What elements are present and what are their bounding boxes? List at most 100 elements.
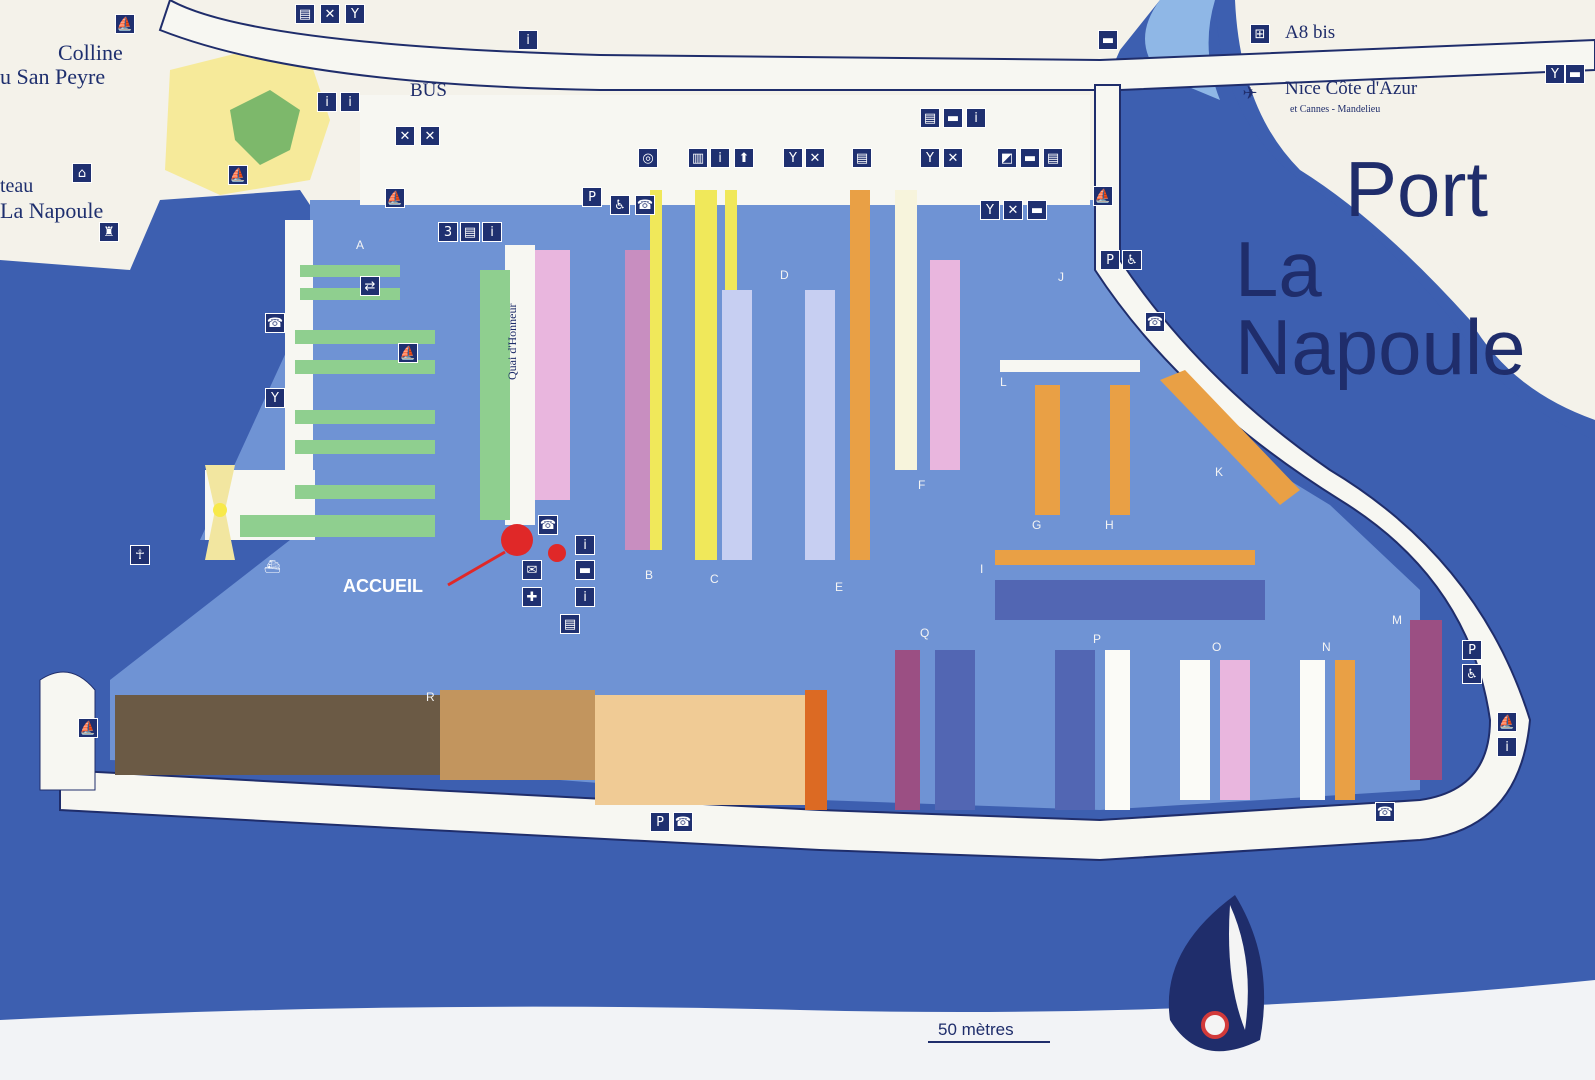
label-chateau-2: La Napoule bbox=[0, 198, 104, 223]
pier-h-label: H bbox=[1105, 518, 1114, 532]
label-scale: 50 mètres bbox=[938, 1020, 1014, 1039]
map-title-line1: Port bbox=[1345, 145, 1489, 233]
pier-r-label: R bbox=[426, 690, 435, 704]
berth-brown-r2 bbox=[440, 690, 595, 780]
boat-icon-2: ⛵ bbox=[398, 343, 418, 363]
service-icon-9: ▤ bbox=[920, 108, 940, 128]
label-quai-honneur: Quai d'Honneur bbox=[505, 303, 519, 380]
shop-icon: ▤ bbox=[295, 4, 315, 24]
berth-blue-i bbox=[995, 580, 1265, 620]
road-top bbox=[158, 0, 1595, 91]
berth-yellow-d bbox=[725, 190, 737, 290]
first-aid-icon: ✚ bbox=[522, 587, 542, 607]
berth-lilac-c bbox=[722, 290, 752, 560]
accueil-pointer bbox=[447, 550, 506, 587]
boat-icon-3: ⛵ bbox=[78, 718, 98, 738]
service-icon-1: 3 bbox=[438, 222, 458, 242]
restaurant-icon: ✕ bbox=[320, 4, 340, 24]
pier-gh bbox=[1000, 360, 1140, 372]
label-colline-2: u San Peyre bbox=[0, 64, 106, 89]
phone-icon-2: ☎ bbox=[1145, 312, 1165, 332]
pier-p-label: P bbox=[1093, 632, 1102, 646]
restaurant-icon-2: ✕ bbox=[395, 126, 415, 146]
berth-yellow-b bbox=[650, 190, 662, 550]
service-icon-18: i bbox=[575, 587, 595, 607]
atm-icon: ▤ bbox=[560, 614, 580, 634]
fuel-icon: ⇄ bbox=[360, 276, 380, 296]
berth-orange-n bbox=[1335, 660, 1355, 800]
airplane-icon: ✈ bbox=[1242, 83, 1258, 104]
label-colline-1: Colline bbox=[58, 40, 123, 65]
parking-icon-4: P bbox=[1462, 640, 1482, 660]
pier-q-label: Q bbox=[920, 626, 930, 640]
berth-pink-o bbox=[1220, 660, 1250, 800]
road-icon: ⊞ bbox=[1250, 24, 1270, 44]
berth-pink-b2 bbox=[625, 250, 650, 550]
lifebuoy-icon bbox=[1201, 1011, 1229, 1039]
service-icon-4: ◎ bbox=[638, 148, 658, 168]
pier-j-label: J bbox=[1058, 270, 1064, 284]
service-icon-7: ⬆ bbox=[734, 148, 754, 168]
service-icon-13: ▬ bbox=[1020, 148, 1040, 168]
accueil-dot-2[interactable] bbox=[548, 544, 566, 562]
map-title-line2: La Napoule bbox=[1235, 225, 1526, 391]
phone-icon-3: ☎ bbox=[265, 313, 285, 333]
parking-icon-2: P bbox=[1100, 250, 1120, 270]
pier-k-label: K bbox=[1215, 465, 1224, 479]
mail-icon: ✉ bbox=[522, 560, 542, 580]
hotel-icon: ▬ bbox=[1098, 30, 1118, 50]
boat-icon: ⛵ bbox=[228, 165, 248, 185]
sailing-icon-4: ⛵ bbox=[1497, 712, 1517, 732]
ferry-icon: ⛴ bbox=[263, 560, 281, 575]
accueil-dot-1[interactable] bbox=[501, 524, 533, 556]
berth-yellow-c bbox=[695, 190, 717, 560]
service-icon-12: ◩ bbox=[997, 148, 1017, 168]
land-right bbox=[1235, 0, 1595, 420]
lighthouse-light bbox=[213, 503, 227, 517]
road-harbour-ring bbox=[59, 84, 1532, 862]
hotel-icon-right: ▬ bbox=[1565, 64, 1585, 84]
parking-icon-3: P bbox=[650, 812, 670, 832]
berth-plum-q bbox=[895, 650, 920, 810]
label-a8: A8 bis bbox=[1285, 22, 1336, 43]
service-icon-2: ▤ bbox=[460, 222, 480, 242]
wheelchair-icon-3: ♿ bbox=[1462, 664, 1482, 684]
service-icon-19: i bbox=[1497, 737, 1517, 757]
sailing-icon-3: ⛵ bbox=[1093, 186, 1113, 206]
label-nice-sub: et Cannes - Mandelieu bbox=[1290, 104, 1381, 115]
swimmer-icon: ☥ bbox=[130, 545, 150, 565]
toilet-icon: i bbox=[317, 92, 337, 112]
berth-blue-q bbox=[935, 650, 975, 810]
shop-icon-2: ✕ bbox=[420, 126, 440, 146]
pier-a-label: A bbox=[356, 238, 365, 252]
pier-o-label: O bbox=[1212, 640, 1222, 654]
restaurant-icon-3: ✕ bbox=[805, 148, 825, 168]
label-nice: Nice Côte d'Azur bbox=[1285, 78, 1418, 99]
hotel-icon-2: ⌂ bbox=[72, 163, 92, 183]
bar-icon-4: Y bbox=[980, 200, 1000, 220]
colline-green bbox=[230, 90, 300, 165]
pier-g-label: G bbox=[1032, 518, 1042, 532]
berth-orange-h bbox=[1110, 385, 1130, 515]
restaurant-icon-4: ✕ bbox=[943, 148, 963, 168]
berth-white-p bbox=[1105, 650, 1130, 810]
berth-orange-e bbox=[850, 190, 870, 560]
logo-sail bbox=[1229, 905, 1248, 1030]
pier-b-label: B bbox=[645, 568, 654, 582]
berth-plum-m bbox=[1410, 620, 1442, 780]
wheelchair-icon: ♿ bbox=[610, 195, 630, 215]
service-icon-6: i bbox=[710, 148, 730, 168]
bar-icon-2: Y bbox=[783, 148, 803, 168]
phone-icon-6: ☎ bbox=[1375, 802, 1395, 822]
berth-white-n bbox=[1300, 660, 1325, 800]
berth-orange-k bbox=[1160, 370, 1300, 505]
service-icon-11: i bbox=[966, 108, 986, 128]
info-icon-2: i bbox=[340, 92, 360, 112]
phone-icon-5: ☎ bbox=[673, 812, 693, 832]
pier-c-label: C bbox=[710, 572, 719, 586]
berth-orange-g bbox=[1035, 385, 1060, 515]
restaurant-icon-5: ✕ bbox=[1003, 200, 1023, 220]
pier-l-label: L bbox=[1000, 375, 1007, 389]
label-accueil[interactable]: ACCUEIL bbox=[343, 576, 423, 596]
